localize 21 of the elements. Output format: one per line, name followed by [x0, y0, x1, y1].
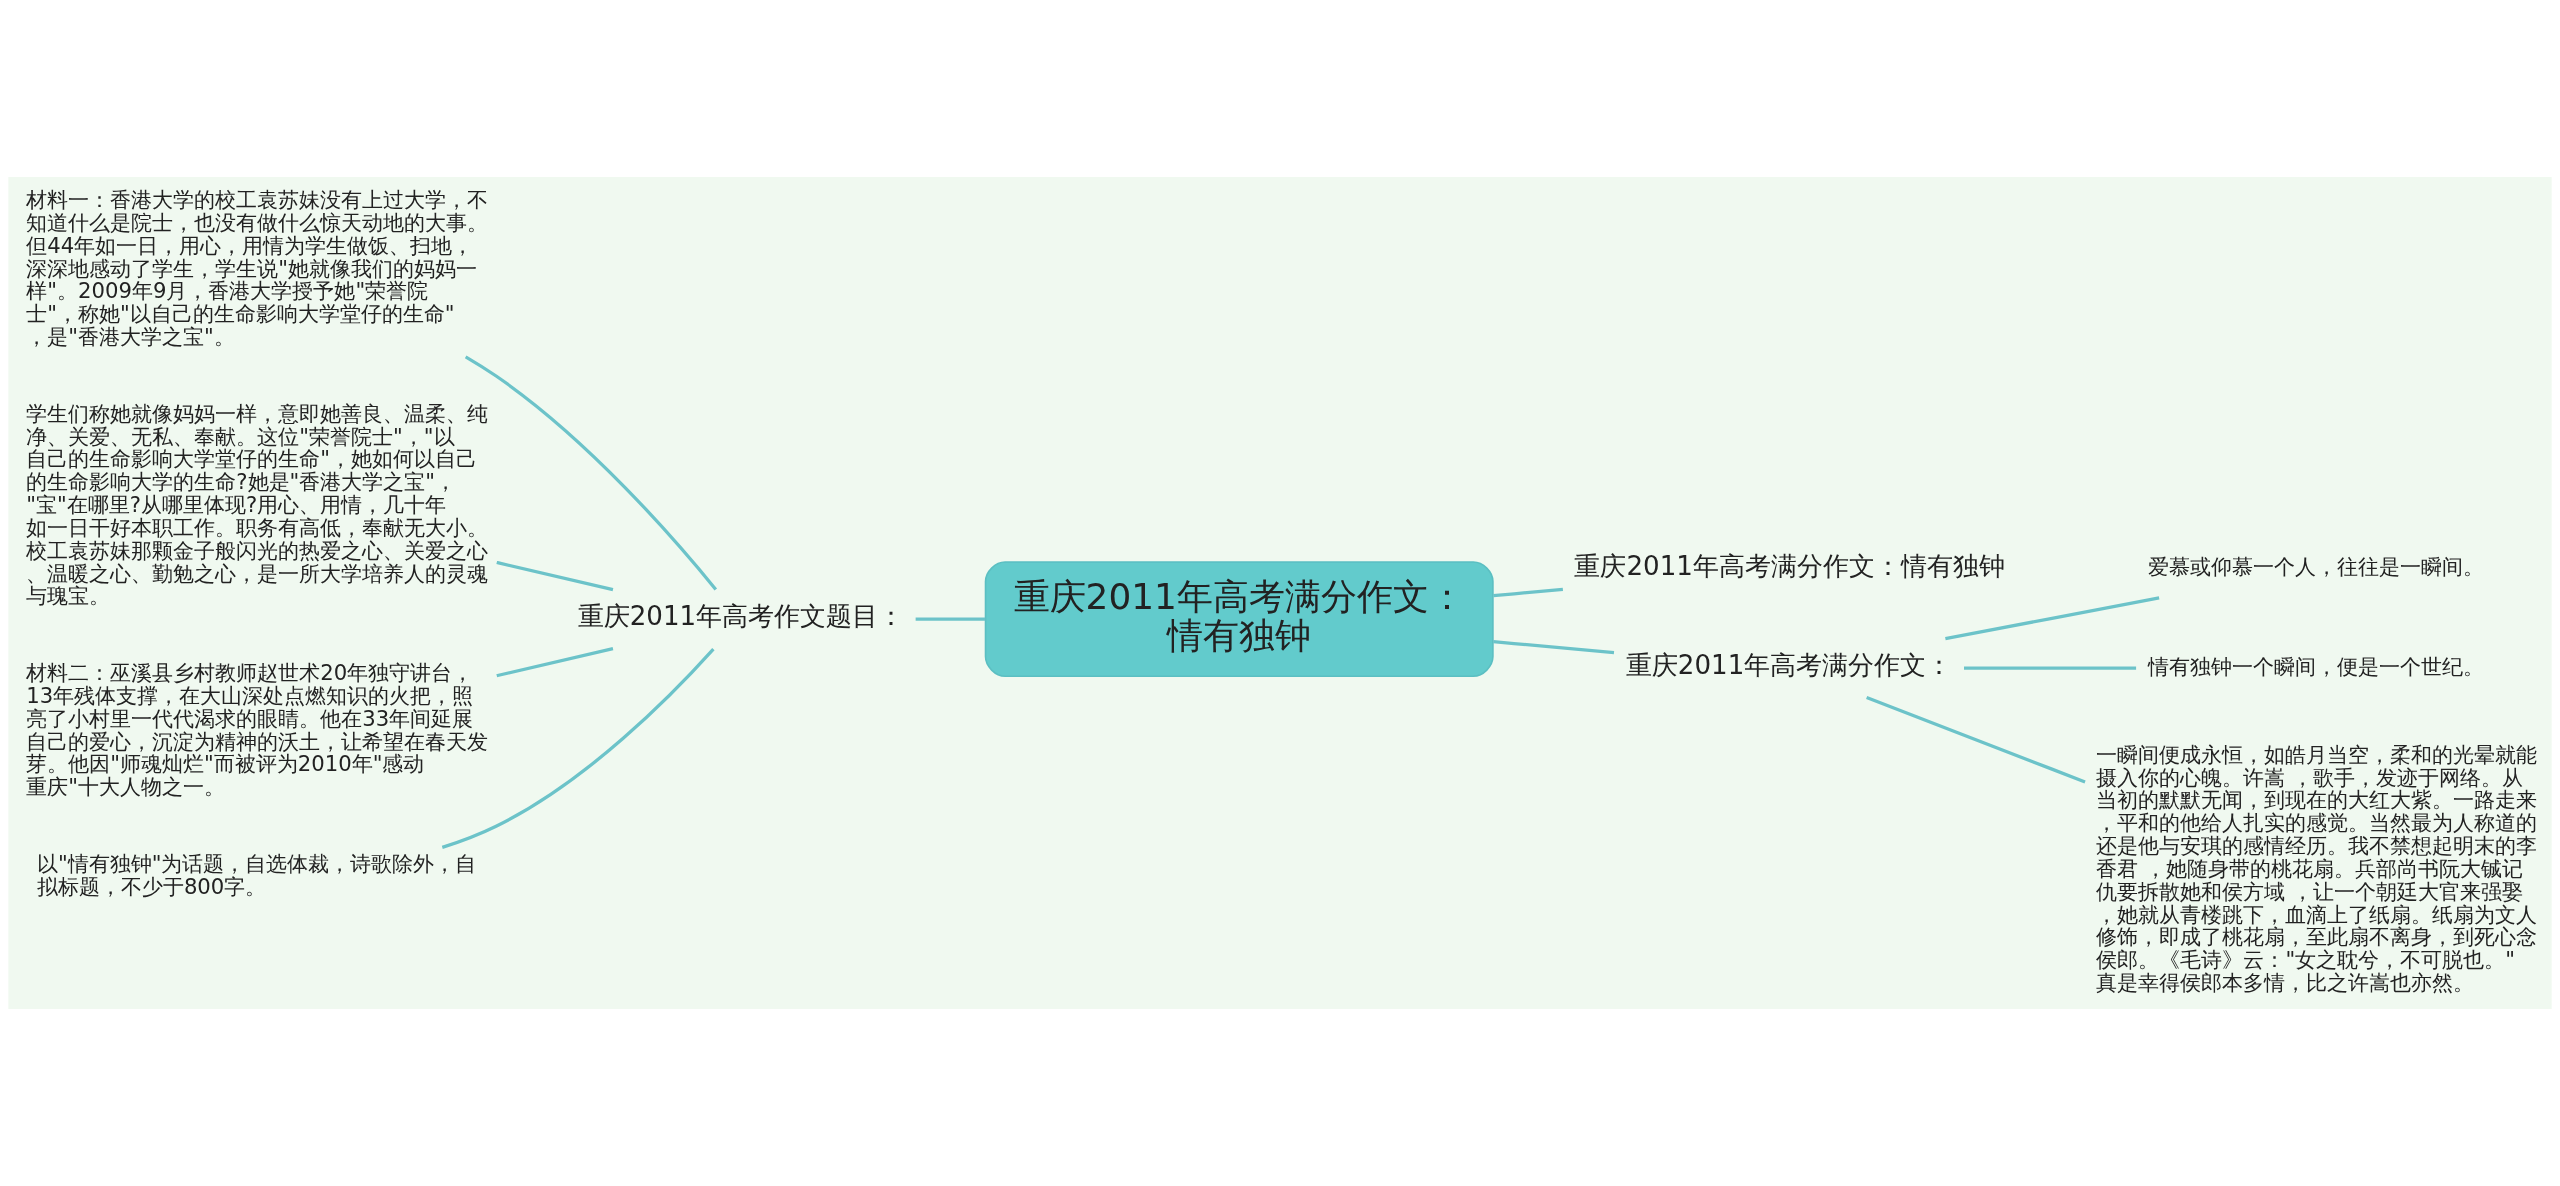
connector — [1493, 640, 1615, 655]
connector — [1866, 695, 2086, 784]
connector — [441, 648, 715, 849]
node-text: 情有独钟一个瞬间，便是一个世纪。 — [2147, 653, 2484, 679]
connector — [1964, 666, 2137, 670]
connector — [915, 617, 986, 621]
node-text: 一瞬间便成永恒，如皓月当空，柔和的光晕就能摄入你的心魄。许嵩 ，歌手，发迹于网络。从当初的默默无闻，到现在的大红大紫。一路走来，平和的他给人扎实的感觉。当然最为人称道的还是他与安琪的感情经历。我不禁想起明末的李香君 ，她随身带的桃花扇。兵部尚书阮大铖记仇要拆散她和侯方域 ，让一个朝廷大官来强娶，她就从青楼跳下，血滴上了纸扇。纸扇为文人修饰，即成了桃花扇，至此扇不离身，到死心念侯郎。《毛诗》云："女之耽兮，不可脱也。"真是幸得侯郎本多情，比之许嵩也亦然。 — [2096, 741, 2538, 996]
node-text: 重庆2011年高考作文题目： — [577, 601, 905, 632]
connector — [496, 647, 614, 678]
node-text: 重庆2011年高考满分作文：情有独钟 — [1574, 550, 2005, 581]
connector — [496, 560, 614, 592]
node-text: 学生们称她就像妈妈一样，意即她善良、温柔、纯净、关爱、无私、奉献。这位"荣誉院士"，"以自己的生命影响大学堂仔的生命"，她如何以自己的生命影响大学的生命?她是"香港大学之宝"，"宝"在哪里?从哪里体现?用心、用情，几十年如一日干好本职工作。职务有高低，奉献无大小。校工袁苏妹那颗金子般闪光的热爱之心、关爱之心、温暖之心、勤勉之心，是一所大学培养人的灵魂与瑰宝。 — [26, 400, 489, 609]
node-text: 爱慕或仰慕一个人，往往是一瞬间。 — [2147, 554, 2484, 580]
node-text: 以"情有独钟"为话题，自选体裁，诗歌除外，自拟标题，不少于800字。 — [36, 850, 477, 899]
connector — [1493, 587, 1564, 598]
node-text: 重庆2011年高考满分作文： — [1625, 650, 1953, 681]
connector — [464, 355, 718, 591]
node-text: 材料二：巫溪县乡村教师赵世术20年独守讲台，13年残体支撑，在大山深处点燃知识的火把，照亮了小村里一代代渴求的眼睛。他在33年间延展自己的爱心，沉淀为精神的沃土，让希望在春天发芽。他因"师魂灿烂"而被评为2010年"感动重庆"十大人物之一。 — [26, 660, 489, 800]
node-box: 重庆2011年高考满分作文：情有独钟 — [984, 561, 1494, 677]
node-text: 材料一：香港大学的校工袁苏妹没有上过大学，不知道什么是院士，也没有做什么惊天动地的大事。但44年如一日，用心，用情为学生做饭、扫地，深深地感动了学生，学生说"她就像我们的妈妈一样"。2009年9月，香港大学授予她"荣誉院士"，称她"以自己的生命影响大学堂仔的生命"，是"香港大学之宝"。 — [26, 187, 489, 350]
connector — [1945, 596, 2160, 641]
